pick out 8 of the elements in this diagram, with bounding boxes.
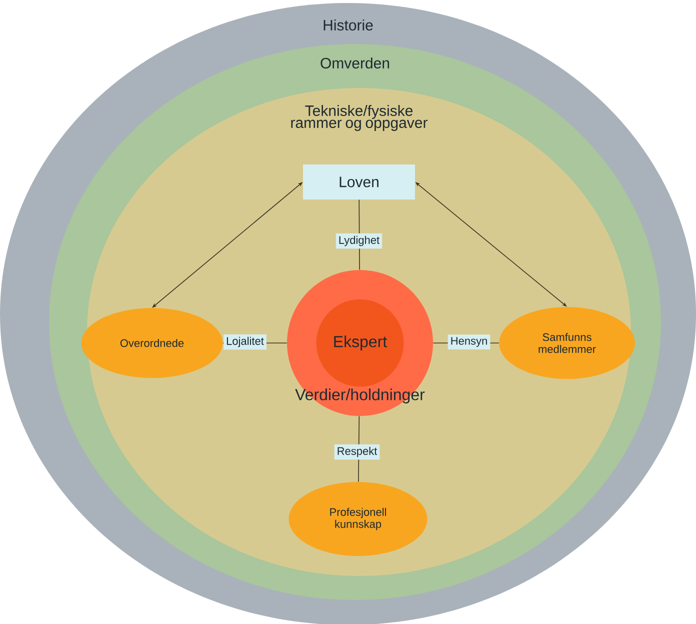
edge-label: Lojalitet [224,334,266,350]
edge-label: Respekt [334,444,380,460]
oval: Samfunns medlemmer [499,307,635,379]
edge-label: Lydighet [336,233,382,249]
oval: Profesjonell kunnskap [288,482,428,556]
oval: Overordnede [81,308,223,378]
law-box: Loven [303,164,415,200]
edge-label: Hensyn [448,334,490,350]
